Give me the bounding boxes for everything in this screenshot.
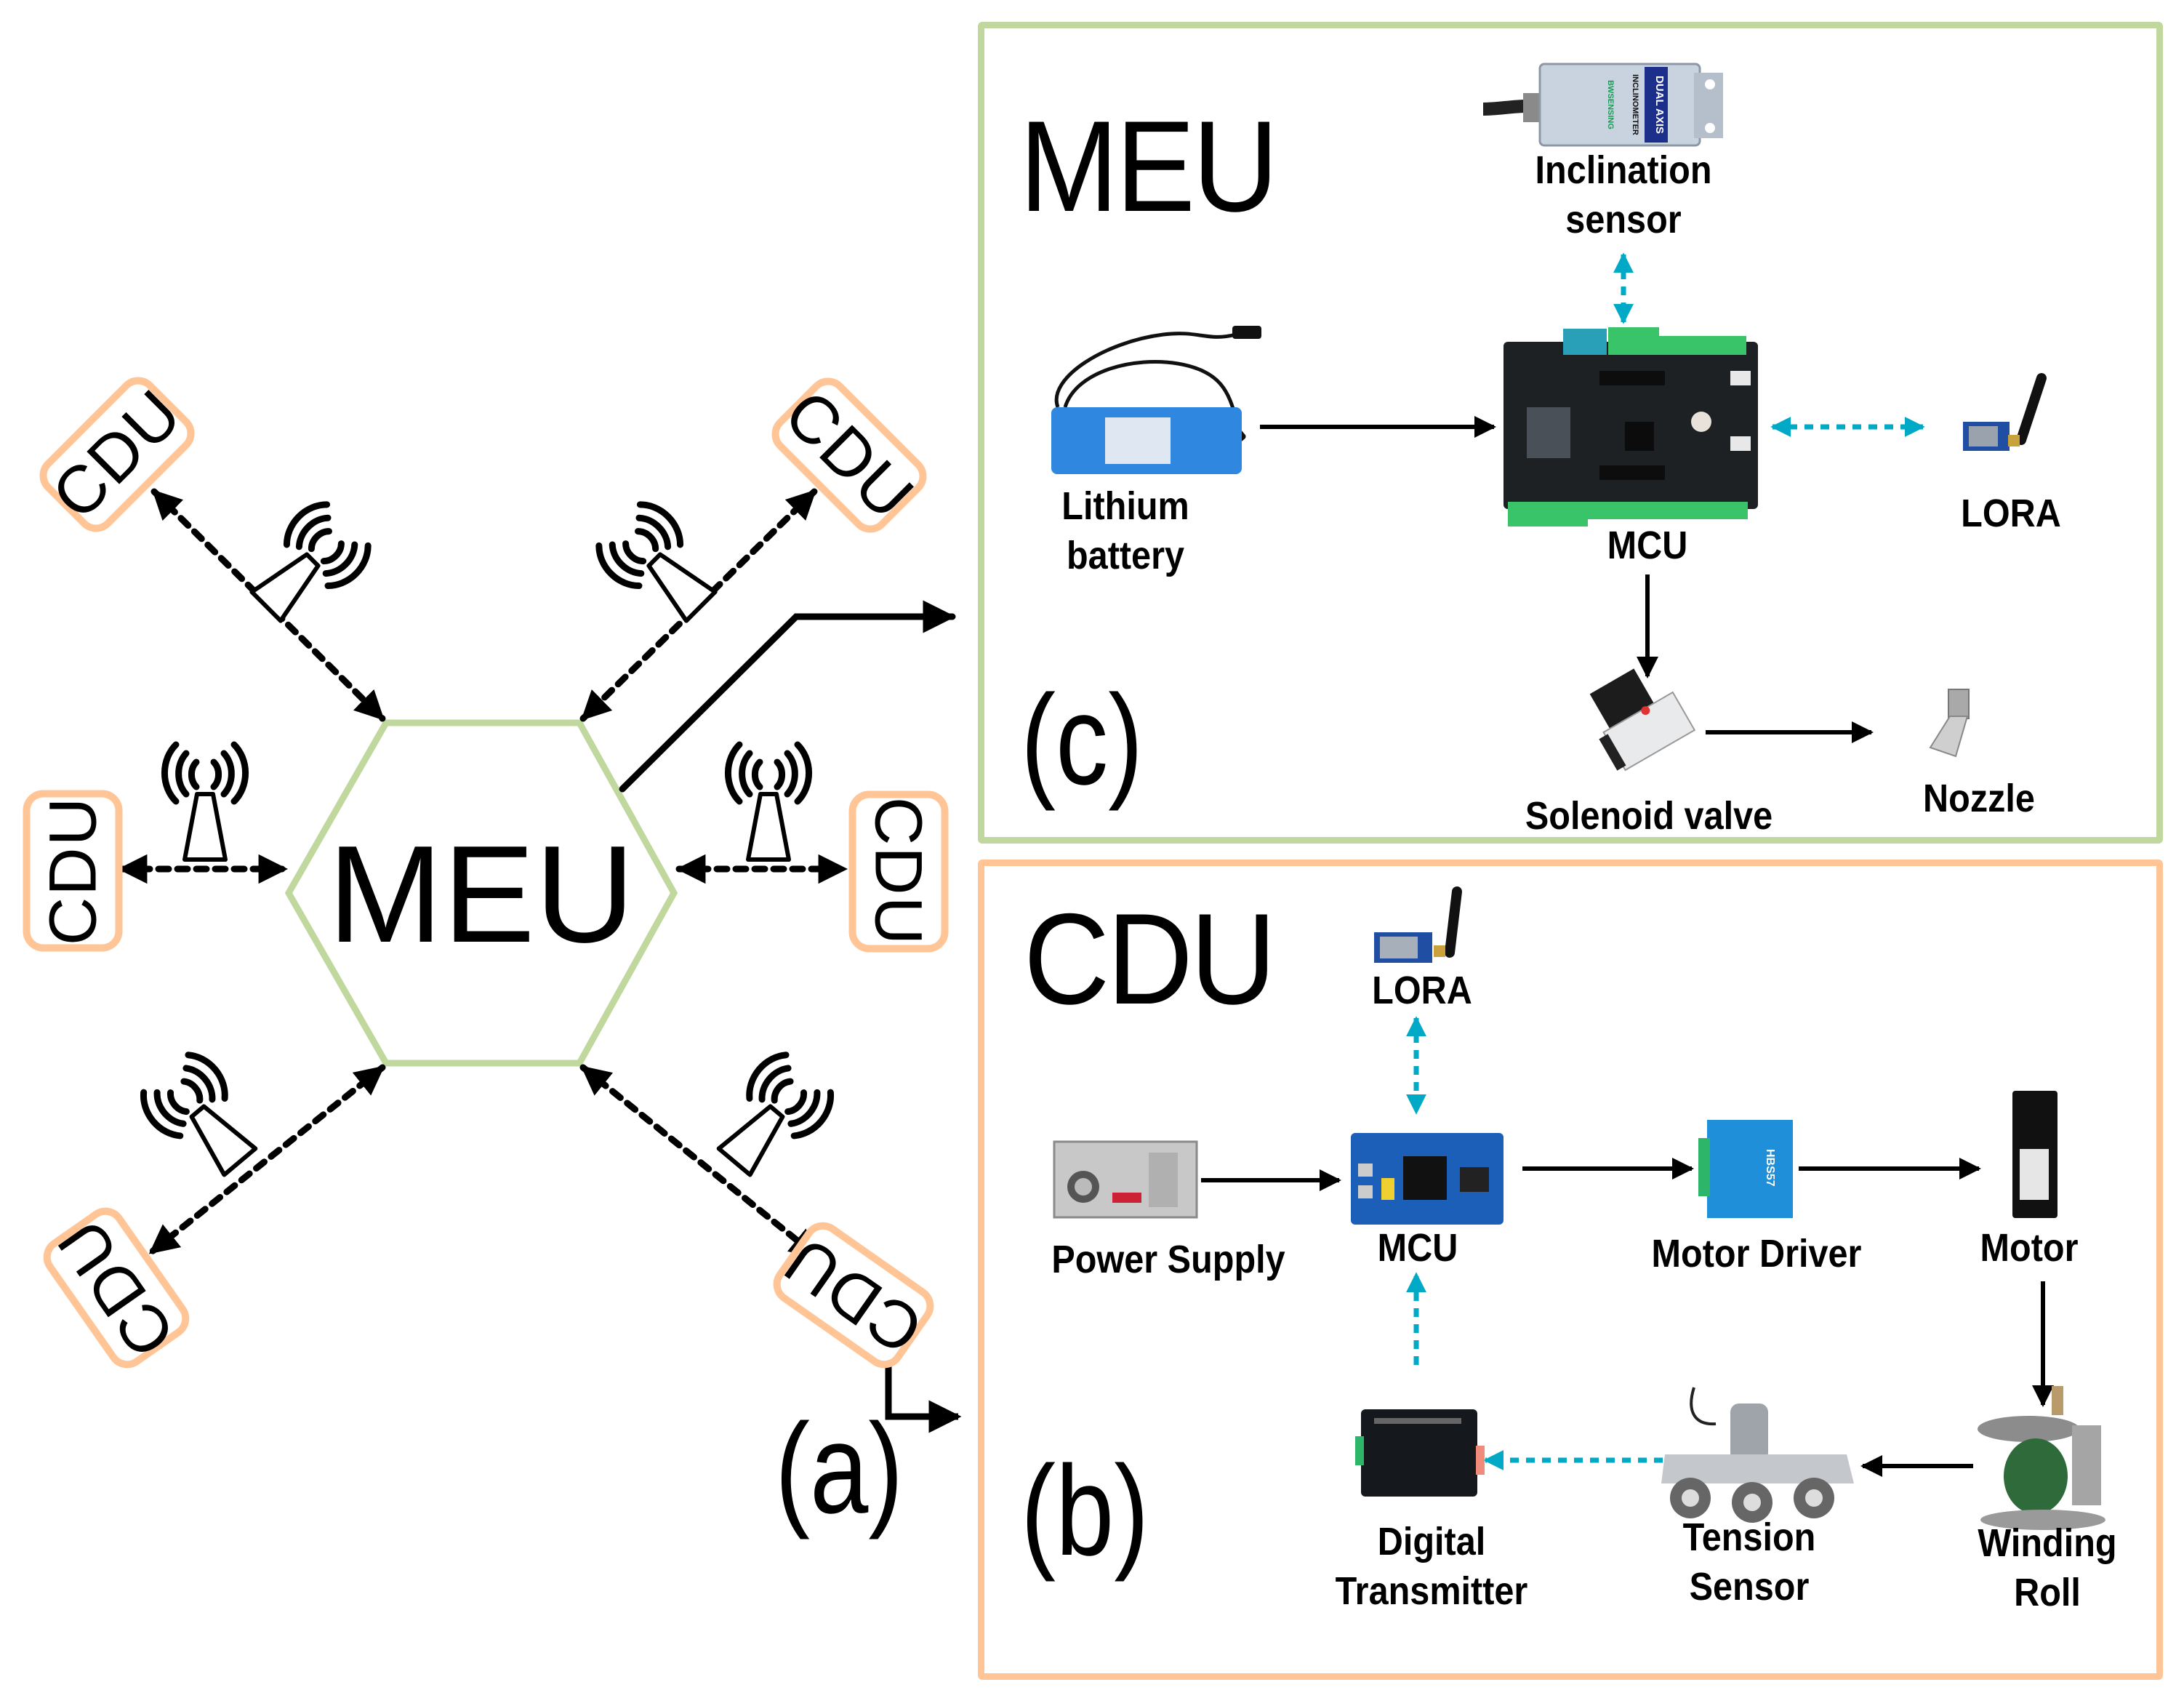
sensor-brand-text: BWSENSING [1606, 80, 1615, 129]
inclination-sensor-label: Inclination sensor [1535, 145, 1712, 244]
label-line: Winding [1978, 1521, 2117, 1565]
power-supply-image [1053, 1140, 1198, 1219]
label-line: Digital [1377, 1520, 1486, 1563]
link-bottom-left [148, 1064, 386, 1256]
cdu-panel-frame [978, 860, 2163, 1680]
cdu-mcu-label: MCU [1377, 1226, 1458, 1270]
winding-roll-label: Winding Roll [1978, 1518, 2116, 1617]
meu-mcu-label: MCU [1607, 524, 1688, 567]
inclination-sensor-image: DUAL AXIS INCLINOMETER BWSENSING [1482, 63, 1723, 147]
panel-a-label: (a) [775, 1398, 904, 1540]
link-bottom-right [579, 1064, 821, 1260]
digital-transmitter-label: Digital Transmitter [1336, 1517, 1528, 1616]
meu-lora-image [1963, 373, 2047, 451]
antenna-icon-bottom-left [140, 1052, 258, 1177]
motor-image [2012, 1091, 2057, 1218]
cdu-panel-title: CDU [1024, 886, 1276, 1031]
cdu-node-left: CDU [23, 790, 123, 952]
label-line: Inclination [1535, 148, 1712, 192]
driver-model-text: HBS57 [1764, 1149, 1776, 1187]
tension-sensor-label: Tension Sensor [1683, 1513, 1816, 1611]
label-line: Lithium [1061, 484, 1189, 528]
solenoid-valve-image [1589, 668, 1696, 772]
sensor-badge-text: DUAL AXIS [1653, 76, 1666, 134]
sensor-type-text: INCLINOMETER [1631, 74, 1639, 135]
cdu-lora-label: LORA [1372, 969, 1472, 1012]
cdu-node-label: CDU [36, 796, 110, 946]
label-line: sensor [1565, 198, 1682, 241]
winding-roll-image [1978, 1386, 2105, 1530]
cdu-lora-image [1374, 886, 1462, 963]
meu-hexagon [284, 719, 678, 1067]
lithium-battery-image [1051, 326, 1261, 474]
antenna-icon-top-right [595, 501, 718, 623]
meu-hub-label: MEU [327, 817, 635, 972]
label-line: Transmitter [1335, 1569, 1528, 1613]
panel-b-label: (b) [1021, 1440, 1149, 1582]
meu-panel-title: MEU [1019, 94, 1279, 239]
power-supply-label: Power Supply [1051, 1238, 1285, 1281]
cdu-mcu-board-image [1351, 1133, 1503, 1225]
tension-sensor-image [1661, 1387, 1854, 1523]
motor-label: Motor [1980, 1226, 2079, 1270]
solenoid-valve-label: Solenoid valve [1525, 794, 1773, 838]
meu-lora-label: LORA [1961, 492, 2061, 535]
antenna-icon-bottom-right [716, 1052, 835, 1177]
label-line: Sensor [1689, 1565, 1810, 1609]
lithium-battery-label: Lithium battery [1061, 481, 1189, 580]
antenna-icon-right [724, 741, 813, 862]
label-line: Tension [1682, 1515, 1816, 1559]
cdu-node-right: CDU [848, 790, 949, 953]
antenna-icon-top-left [249, 501, 372, 623]
label-line: Roll [2014, 1571, 2081, 1614]
panel-c-label: (c) [1021, 669, 1144, 812]
meu-mcu-board-image [1503, 327, 1758, 526]
nozzle-label: Nozzle [1923, 777, 2035, 820]
label-line: battery [1066, 534, 1185, 577]
cdu-node-label: CDU [862, 796, 936, 947]
motor-driver-image: HBS57 [1698, 1120, 1793, 1218]
digital-transmitter-image [1355, 1409, 1485, 1497]
antenna-icon-left [161, 741, 249, 862]
callout-arrow-to-meu-panel [619, 600, 956, 793]
meu-panel-frame [978, 22, 2163, 844]
nozzle-image [1929, 689, 1970, 758]
motor-driver-label: Motor Driver [1651, 1232, 1862, 1276]
